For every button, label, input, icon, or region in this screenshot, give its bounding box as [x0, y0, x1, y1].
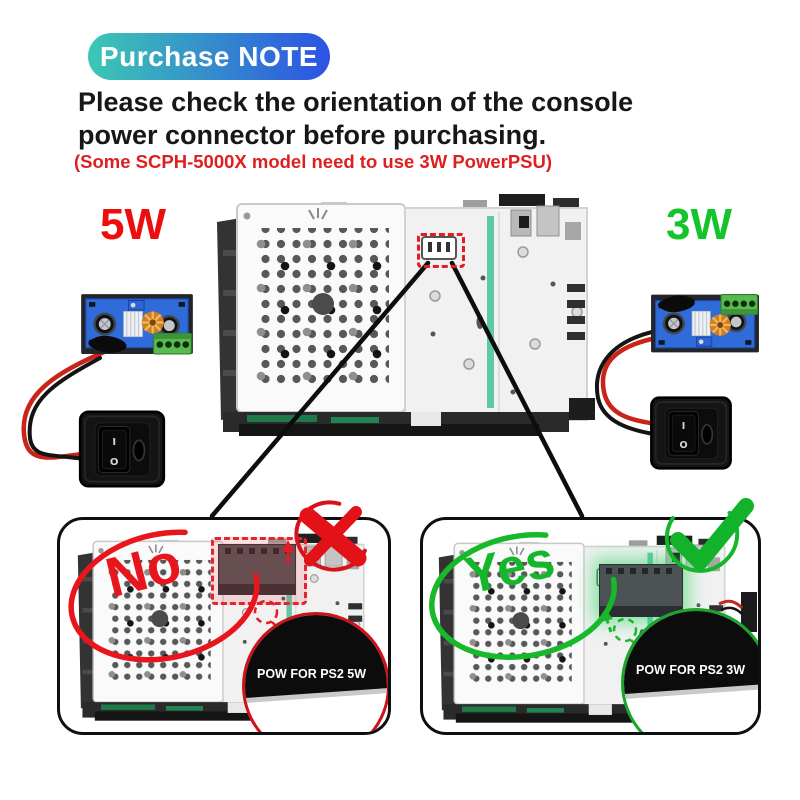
psu-chip-photo — [245, 615, 387, 701]
page-title: Please check the orientation of the cons… — [78, 86, 750, 152]
badge-label: Purchase NOTE — [99, 40, 319, 72]
power-switch-3w — [650, 396, 732, 470]
power-switch-5w — [78, 410, 166, 488]
psu-pins — [606, 568, 676, 574]
psu-chip-label-5w: POW FOR PS2 5W — [257, 667, 367, 681]
purchase-note-badge: Purchase NOTE — [88, 33, 330, 80]
zoom-bubble-5w: POW FOR PS2 5W — [242, 612, 388, 732]
wattage-label-3w: 3W — [666, 200, 732, 249]
check-icon — [664, 498, 754, 573]
cross-icon — [294, 500, 370, 572]
pcb-board-5w — [79, 292, 195, 356]
comparison-panel-no: No POW FOR PS2 5W — [57, 517, 391, 735]
model-warning-note: (Some SCPH-5000X model need to use 3W Po… — [74, 151, 553, 172]
psu-pins — [225, 548, 290, 554]
pcb-board-3w — [649, 293, 761, 354]
power-connector-highlight — [417, 233, 465, 268]
title-line-2: power connector before purchasing. — [78, 120, 547, 150]
title-line-1: Please check the orientation of the cons… — [78, 87, 634, 117]
psu-chip-label-3w: POW FOR PS2 3W — [636, 663, 746, 677]
zoom-bubble-3w: POW FOR PS2 3W — [621, 608, 758, 732]
psu-chip-photo — [624, 611, 758, 697]
wattage-label-5w: 5W — [100, 200, 166, 249]
